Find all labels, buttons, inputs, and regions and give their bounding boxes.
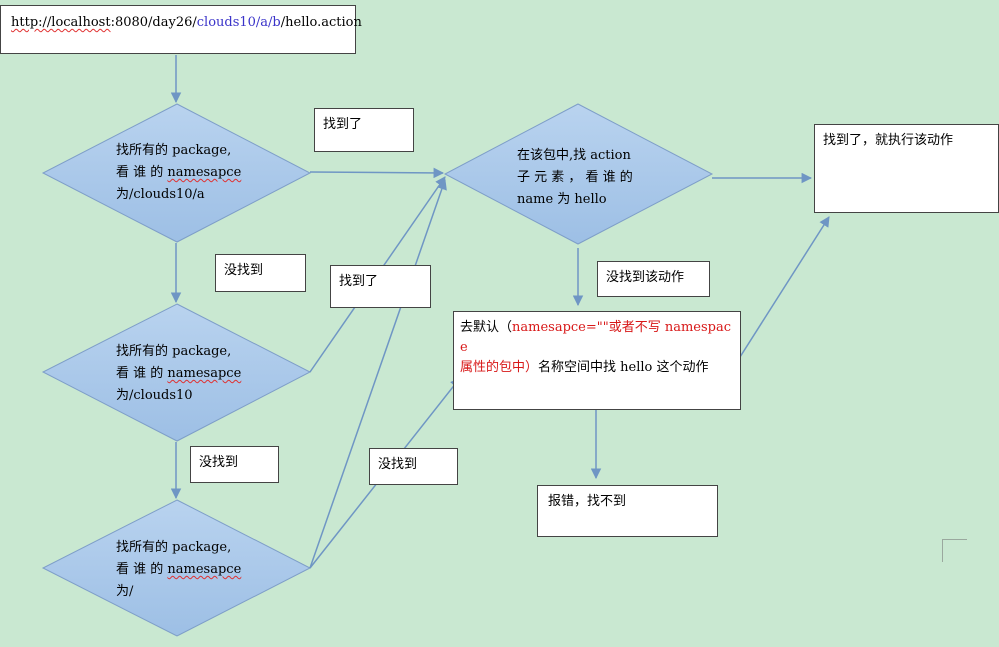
page-corner-mark (942, 539, 967, 562)
default-text-part1: 去默认（ (460, 320, 513, 335)
default-text-part2: namesapce=""或者不写 namespac e (460, 320, 732, 355)
decision-action-line2: 子 元 素 ， 看 谁 的 (517, 170, 633, 185)
decision-action-line1: 在该包中,找 action (517, 148, 631, 163)
default-text-part3: 属性的包中） (460, 360, 539, 375)
decision-1-line2: 看 谁 的 namesapce (116, 165, 242, 180)
decision-2-text: 找所有的 package, 看 谁 的 namesapce 为/clouds10 (116, 341, 241, 407)
decision-diamond-2 (41, 303, 312, 442)
decision-3-line1: 找所有的 package, (116, 540, 232, 555)
default-text-part4: 名称空间中找 hello 这个动作 (538, 360, 709, 375)
decision-3-line3: 为/ (116, 584, 134, 599)
decision-3-text: 找所有的 package, 看 谁 的 namesapce 为/ (116, 537, 241, 603)
label-found-mid: 找到了 (330, 265, 431, 308)
execute-action-box: 找到了，就执行该动作 (814, 124, 999, 213)
decision-2-line1: 找所有的 package, (116, 344, 232, 359)
url-prefix: http://localhost (11, 15, 111, 30)
arrow-d1-to-action (309, 167, 445, 179)
label-not-found-1: 没找到 (215, 254, 306, 292)
label-not-found-2: 没找到 (190, 446, 279, 483)
url-box: http://localhost:8080/day26/clouds10/a/b… (0, 5, 362, 54)
url-tail: /hello.action (280, 15, 362, 30)
decision-diamond-1 (41, 103, 312, 243)
decision-1-line1: 找所有的 package, (116, 143, 232, 158)
decision-action-text: 在该包中,找 action 子 元 素 ， 看 谁 的 name 为 hello (517, 145, 633, 211)
decision-1-text: 找所有的 package, 看 谁 的 namesapce 为/clouds10… (116, 140, 241, 206)
url-port-path: :8080/day26/ (110, 15, 197, 30)
error-box: 报错，找不到 (537, 485, 718, 537)
decision-diamond-action (443, 103, 714, 245)
decision-diamond-3 (41, 499, 312, 637)
decision-1-line3: 为/clouds10/a (116, 187, 205, 202)
label-not-found-3: 没找到 (369, 448, 458, 485)
decision-action-line3: name 为 hello (517, 192, 607, 207)
decision-2-line3: 为/clouds10 (116, 388, 193, 403)
decision-3-line2: 看 谁 的 namesapce (116, 562, 242, 577)
default-namespace-box: 去默认（namesapce=""或者不写 namespac e 属性的包中）名称空… (453, 311, 741, 410)
arrow-d3-to-action (309, 179, 447, 569)
label-found-top: 找到了 (314, 108, 414, 152)
url-namespace-part: clouds10/a/b (196, 15, 281, 30)
arrow-default-to-execute (739, 216, 830, 358)
decision-2-line2: 看 谁 的 namesapce (116, 366, 242, 381)
label-not-found-action: 没找到该动作 (597, 261, 710, 297)
